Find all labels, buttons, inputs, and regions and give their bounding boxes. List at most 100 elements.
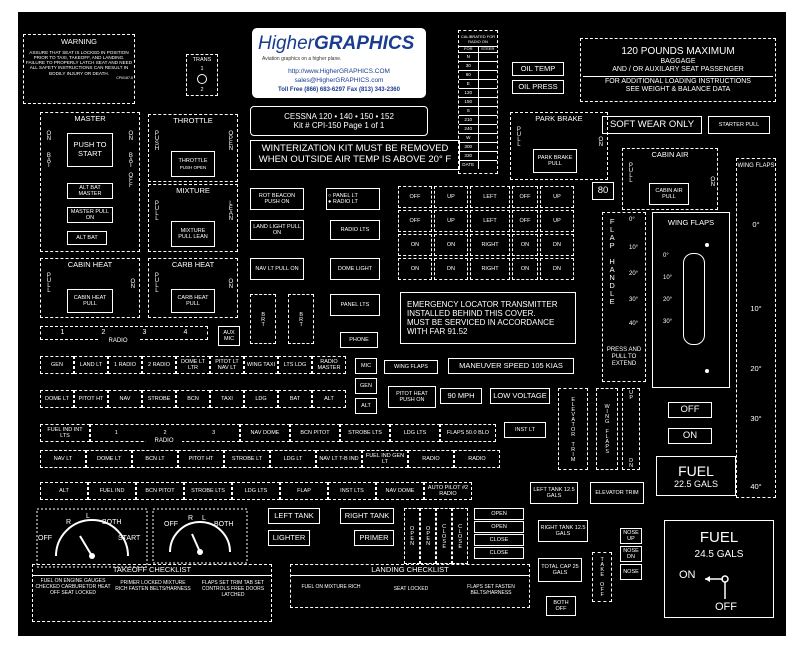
row5-switch[interactable]: NAV DOME [376,482,424,500]
row2-switch[interactable]: BAT [278,390,312,408]
grid-switch[interactable]: OFF [512,186,538,208]
cabin-heat-knob[interactable]: CABIN HEAT PULL [67,289,113,313]
grid-switch[interactable]: UP [540,210,574,232]
row5-switch[interactable]: LDG LTS [232,482,280,500]
flaps-switch[interactable]: FLAPS 50.0 BLO [440,424,496,442]
row2-switch[interactable]: ALT [312,390,346,408]
flap-up-dn[interactable]: UP DN [622,388,640,470]
vent-lever[interactable]: CLOSE [436,508,452,564]
panel-radio-lt-selector[interactable]: ○ PANEL LT ● RADIO LT [326,188,380,210]
row1-switch[interactable]: 1 RADIO [108,356,142,374]
row2-switch[interactable]: LDG [244,390,278,408]
vent-state[interactable]: OPEN [474,521,524,533]
grid-switch[interactable]: LEFT [470,210,510,232]
bcn-pitot-switch[interactable]: BCN PITOT [290,424,340,442]
grid-switch[interactable]: ON [512,234,538,256]
row4-switch[interactable]: FUEL IND GEN LT [362,450,408,468]
row2-switch[interactable]: NAV [108,390,142,408]
land-light-switch[interactable]: LAND LIGHT PULL ON [250,220,304,240]
row4-switch[interactable]: NAV LT T-B IND [316,450,362,468]
fuel-selector-gauge-1[interactable]: OFF R L BOTH START [36,508,148,568]
row1-switch[interactable]: RADIO MASTER [312,356,346,374]
row2-switch[interactable]: STROBE [142,390,176,408]
vent-state[interactable]: CLOSE [474,547,524,559]
row1-switch[interactable]: PITOT LT NAV LT [210,356,244,374]
primer-label[interactable]: PRIMER [354,530,394,546]
row1-switch[interactable]: LAND LT [74,356,108,374]
push-to-start-button[interactable]: PUSH TO START [67,133,113,167]
inst-lt-switch[interactable]: INST LT [504,422,546,438]
row5-switch[interactable]: INST LTS [328,482,376,500]
lighter-label[interactable]: LIGHTER [268,530,310,546]
row4-switch[interactable]: RADIO [454,450,500,468]
vent-lever[interactable]: OPEN [420,508,436,564]
vent-state[interactable]: OPEN [474,508,524,520]
wing-flaps-v[interactable]: WING FLAPS [596,388,618,470]
row5-switch[interactable]: ALT [40,482,88,500]
row1-switch[interactable]: WING TAXI [244,356,278,374]
row4-switch[interactable]: PITOT HT [178,450,224,468]
mic-jack[interactable]: MIC [355,358,377,374]
grid-switch[interactable]: OFF [512,210,538,232]
grid-switch[interactable]: DN [540,234,574,256]
wing-flaps-switch[interactable]: WING FLAPS [384,360,438,374]
grid-switch[interactable]: ON [434,234,468,256]
row4-switch[interactable]: RADIO [408,450,454,468]
row4-switch[interactable]: DOME LT [86,450,132,468]
grid-switch[interactable]: UP [434,210,468,232]
vent-lever[interactable]: OPEN [404,508,420,564]
fuel-selector-gauge-2[interactable]: OFF R L BOTH [152,508,248,564]
row5-switch[interactable]: FUEL IND [88,482,136,500]
nav-dome-switch[interactable]: NAV DOME [240,424,290,442]
master-pull-on-switch[interactable]: MASTER PULL ON [67,207,113,223]
row2-switch[interactable]: BCN [176,390,210,408]
grid-switch[interactable]: ON [398,258,432,280]
row1-switch[interactable]: 2 RADIO [142,356,176,374]
strobe-lts-switch[interactable]: STROBE LTS [340,424,390,442]
grid-switch[interactable]: OFF [398,210,432,232]
row4-switch[interactable]: LDG LT [270,450,316,468]
nose-trim-label[interactable]: NOSE DN [620,546,642,562]
trans-switch[interactable]: TRANS 1 2 [186,54,218,96]
row4-switch[interactable]: STROBE LT [224,450,270,468]
panel-lts-switch[interactable]: PANEL LTS [330,294,380,316]
pitot-heat-switch[interactable]: PITOT HEAT PUSH ON [388,386,436,408]
starter-pull-label[interactable]: STARTER PULL [708,116,770,134]
cabin-air-knob[interactable]: CABIN AIR PULL [649,183,689,205]
row1-switch[interactable]: LTS LDG [278,356,312,374]
row2-switch[interactable]: PITOT HT [74,390,108,408]
row5-switch[interactable]: BCN PITOT [136,482,184,500]
row4-switch[interactable]: NAV LT [40,450,86,468]
grid-switch[interactable]: UP [540,186,574,208]
row2-switch[interactable]: DOME LT [40,390,74,408]
fuel-ind-int-lts-switch[interactable]: FUEL IND INT LTS [40,424,90,442]
brt-dimmer-1[interactable]: BRT [250,294,276,344]
grid-switch[interactable]: LEFT [470,186,510,208]
aux-mic-jack[interactable]: AUX MIC [218,326,240,346]
grid-switch[interactable]: ON [512,258,538,280]
row5-switch[interactable]: STROBE LTS [184,482,232,500]
row1-switch[interactable]: GEN [40,356,74,374]
grid-switch[interactable]: ON [398,234,432,256]
grid-switch[interactable]: OFF [398,186,432,208]
grid-switch[interactable]: RIGHT [470,258,510,280]
flap-slot-icon[interactable] [683,253,705,345]
grid-switch[interactable]: DN [540,258,574,280]
park-brake-knob[interactable]: PARK BRAKE PULL [533,149,577,173]
vent-lever[interactable]: CLOSE [452,508,468,564]
row5-switch[interactable]: FLAP [280,482,328,500]
nav-lt-switch[interactable]: NAV LT PULL ON [250,258,304,280]
row2-switch[interactable]: TAXI [210,390,244,408]
brt-dimmer-2[interactable]: BRT [288,294,314,344]
row1-switch[interactable]: DOME LT LTR [176,356,210,374]
ldg-lts-switch[interactable]: LDG LTS [390,424,440,442]
phone-jack[interactable]: PHONE [340,332,378,348]
mixture-knob[interactable]: MIXTURE PULL LEAN [171,221,215,247]
radio-lts-switch[interactable]: RADIO LTS [330,220,380,240]
grid-switch[interactable]: UP [434,186,468,208]
alt-bat-switch[interactable]: ALT BAT [67,231,107,245]
alt-bat-master-switch[interactable]: ALT BAT MASTER [67,183,113,199]
grid-switch[interactable]: DN [434,258,468,280]
grid-switch[interactable]: RIGHT [470,234,510,256]
